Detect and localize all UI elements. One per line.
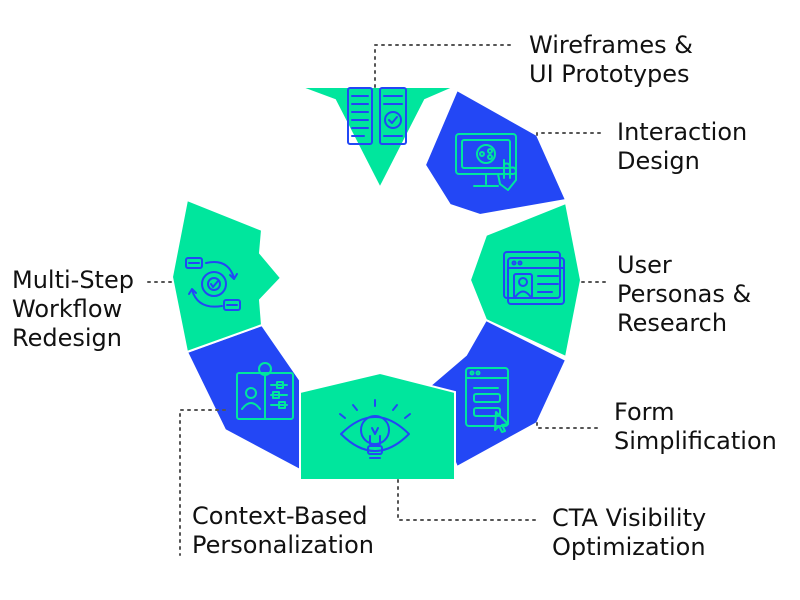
touch-screen-icon <box>455 133 517 191</box>
label-personas: User Personas & Research <box>617 251 752 337</box>
label-workflow: Multi-Step Workflow Redesign <box>12 266 134 352</box>
label-cta: CTA Visibility Optimization <box>552 504 707 561</box>
label-interaction: Interaction Design <box>617 118 748 175</box>
leader-context <box>179 409 226 556</box>
leader-wireframes <box>374 44 516 88</box>
segment-workflow <box>170 198 283 354</box>
segment-cta <box>299 371 456 481</box>
form-cursor-icon <box>465 367 509 433</box>
label-form: Form Simplification <box>614 398 777 455</box>
wireframe-layout-icon <box>347 87 407 145</box>
leader-interaction <box>536 132 606 136</box>
workflow-gear-icon <box>185 257 241 311</box>
leader-form <box>536 422 601 429</box>
user-profile-card-icon <box>503 251 565 305</box>
label-context: Context-Based Personalization <box>192 502 374 559</box>
user-settings-book-icon <box>236 362 294 420</box>
label-wireframes: Wireframes & UI Prototypes <box>529 31 693 88</box>
lightbulb-eye-icon <box>339 399 411 459</box>
leader-cta <box>397 479 541 521</box>
